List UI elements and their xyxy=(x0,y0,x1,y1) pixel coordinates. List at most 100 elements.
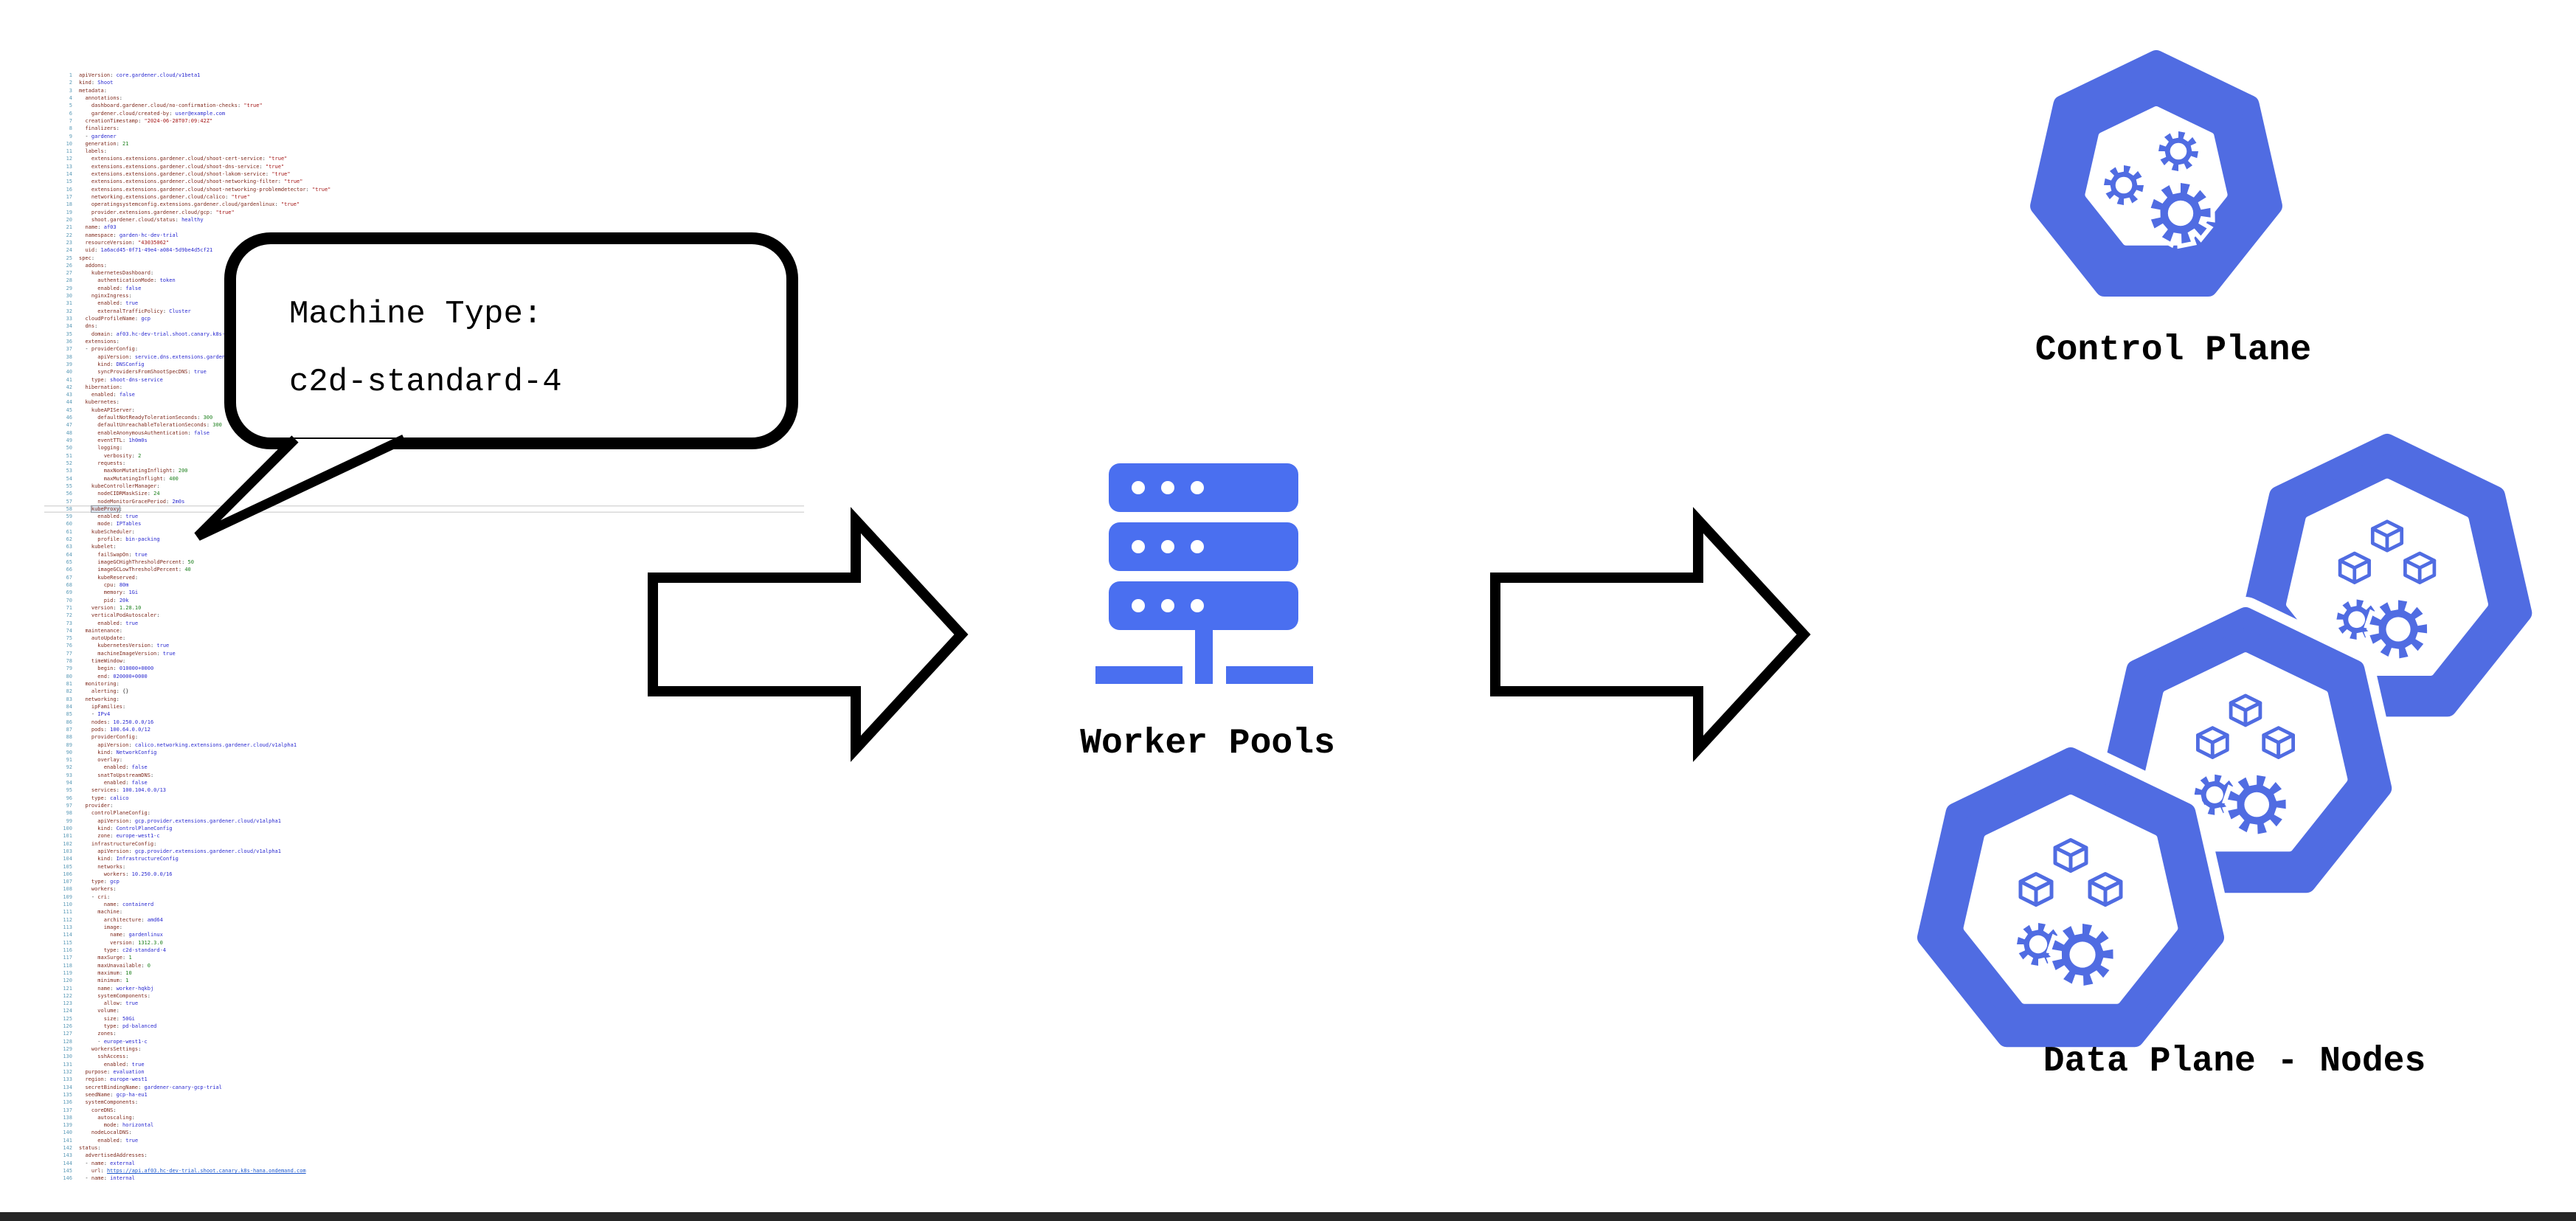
line-number: 65 xyxy=(66,559,72,565)
code-line: 16 extensions.extensions.gardener.cloud/… xyxy=(44,186,804,193)
code-line: 92 enabled: false xyxy=(44,764,804,771)
callout-bubble xyxy=(194,232,798,541)
code-line: 76 kubernetesVersion: true xyxy=(44,642,804,649)
server-stack-icon xyxy=(1095,463,1313,684)
line-number: 80 xyxy=(66,673,72,679)
line-number: 96 xyxy=(66,795,72,801)
line-number: 127 xyxy=(63,1031,72,1037)
line-number: 138 xyxy=(63,1114,72,1121)
line-number: 12 xyxy=(66,156,72,162)
line-number: 108 xyxy=(63,886,72,893)
line-number: 109 xyxy=(63,893,72,900)
line-number: 142 xyxy=(63,1145,72,1152)
code-line: 100 kind: ControlPlaneConfig xyxy=(44,825,804,832)
line-number: 61 xyxy=(66,528,72,535)
line-number: 55 xyxy=(66,482,72,489)
line-number: 4 xyxy=(69,94,72,101)
code-line: 128 - europe-west1-c xyxy=(44,1038,804,1045)
code-line: 35 domain: af03.hc-dev-trial.shoot.canar… xyxy=(44,331,804,338)
line-number: 137 xyxy=(63,1107,72,1113)
code-line: 32 externalTrafficPolicy: Cluster xyxy=(44,308,804,315)
line-number: 88 xyxy=(66,734,72,741)
line-number: 39 xyxy=(66,361,72,367)
code-line: 40 syncProvidersFromShootSpecDNS: true xyxy=(44,368,804,376)
line-number: 35 xyxy=(66,331,72,337)
code-line: 141 enabled: true xyxy=(44,1137,804,1144)
callout-bubble-body xyxy=(224,232,798,449)
line-number: 91 xyxy=(66,757,72,764)
line-number: 1 xyxy=(69,72,72,78)
code-line: 20 shoot.gardener.cloud/status: healthy xyxy=(44,216,804,224)
code-line: 21 name: af03 xyxy=(44,224,804,231)
line-number: 130 xyxy=(63,1054,72,1060)
callout-bubble-tail xyxy=(194,435,406,541)
code-line: 130 sshAccess: xyxy=(44,1053,804,1060)
line-number: 25 xyxy=(66,255,72,261)
line-number: 121 xyxy=(63,985,72,992)
code-line: 28 authenticationMode: token xyxy=(44,277,804,284)
line-number: 30 xyxy=(66,293,72,300)
code-line: 11 labels: xyxy=(44,148,804,155)
code-line: 39 kind: DNSConfig xyxy=(44,361,804,368)
code-line: 137 coreDNS: xyxy=(44,1107,804,1114)
code-line: 26 addons: xyxy=(44,262,804,269)
line-number: 145 xyxy=(63,1168,72,1174)
code-line: 86 nodes: 10.250.0.0/16 xyxy=(44,719,804,726)
code-line: 93 snatToUpstreamDNS: xyxy=(44,772,804,779)
line-number: 52 xyxy=(66,460,72,466)
code-line: 140 nodeLocalDNS: xyxy=(44,1129,804,1136)
line-number: 11 xyxy=(66,148,72,155)
line-number: 131 xyxy=(63,1061,72,1068)
line-number: 36 xyxy=(66,338,72,345)
code-line: 57 nodeMonitorGracePeriod: 2m0s xyxy=(44,498,804,505)
line-number: 94 xyxy=(66,780,72,786)
line-number: 19 xyxy=(66,209,72,215)
line-number: 135 xyxy=(63,1091,72,1098)
line-number: 51 xyxy=(66,452,72,459)
line-number: 141 xyxy=(63,1137,72,1144)
line-number: 136 xyxy=(63,1099,72,1106)
line-number: 44 xyxy=(66,399,72,406)
code-line: 37 - providerConfig: xyxy=(44,345,804,353)
code-line: 70 pid: 20k xyxy=(44,597,804,604)
line-number: 114 xyxy=(63,932,72,938)
code-line: 24 uid: 1a6acd45-0f71-49e4-a084-5d9be4d5… xyxy=(44,246,804,254)
callout-title: Machine Type: xyxy=(289,296,543,333)
line-number: 102 xyxy=(63,840,72,847)
code-line: 4 annotations: xyxy=(44,94,804,102)
code-line: 58 kubeProxy: xyxy=(44,505,804,513)
line-number: 26 xyxy=(66,262,72,269)
line-number: 37 xyxy=(66,346,72,353)
code-line: 104 kind: InfrastructureConfig xyxy=(44,855,804,862)
code-line: 116 type: c2d-standard-4 xyxy=(44,947,804,954)
code-line: 59 enabled: true xyxy=(44,513,804,520)
code-line: 82 alerting: {} xyxy=(44,688,804,695)
line-number: 29 xyxy=(66,285,72,291)
code-line: 85 - IPv4 xyxy=(44,710,804,718)
window-bottom-edge xyxy=(0,1212,2576,1221)
line-number: 110 xyxy=(63,902,72,908)
line-number: 15 xyxy=(66,179,72,185)
code-line: 10 generation: 21 xyxy=(44,140,804,148)
code-line: 17 networking.extensions.gardener.cloud/… xyxy=(44,193,804,201)
code-line: 105 networks: xyxy=(44,863,804,871)
code-line: 99 apiVersion: gcp.provider.extensions.g… xyxy=(44,817,804,825)
line-number: 106 xyxy=(63,871,72,877)
line-number: 105 xyxy=(63,863,72,870)
line-number: 122 xyxy=(63,992,72,999)
line-number: 101 xyxy=(63,833,72,840)
line-number: 6 xyxy=(69,110,72,117)
code-line: 12 extensions.extensions.gardener.cloud/… xyxy=(44,155,804,162)
code-line: 80 end: 020000+0000 xyxy=(44,673,804,680)
line-number: 129 xyxy=(63,1046,72,1052)
code-line: 89 apiVersion: calico.networking.extensi… xyxy=(44,741,804,749)
line-number: 99 xyxy=(66,817,72,824)
code-line: 27 kubernetesDashboard: xyxy=(44,269,804,277)
line-number: 144 xyxy=(63,1160,72,1166)
line-number: 132 xyxy=(63,1068,72,1075)
line-number: 28 xyxy=(66,277,72,284)
code-line: 31 enabled: true xyxy=(44,300,804,307)
line-number: 66 xyxy=(66,567,72,573)
